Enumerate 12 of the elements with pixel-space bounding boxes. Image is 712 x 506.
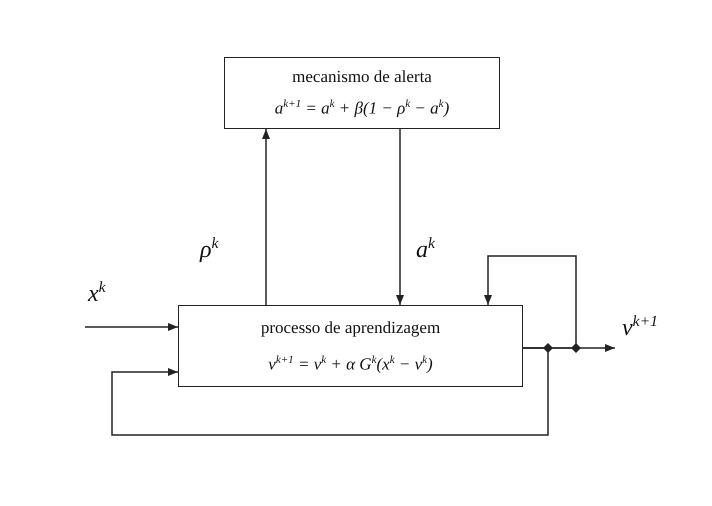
- formula-text: v$^{k+1}$ = v$^{k}$ + α G$^{k}$(x$^{k}$ − v$^{k}$): [268, 354, 433, 374]
- formula-text: a$^{k+1}$ = a$^{k}$ + β(1 − ρ$^{k}$ − a$^{k}$): [274, 98, 450, 119]
- arrow: [262, 129, 270, 305]
- feedback-arrow: [111, 347, 549, 436]
- input-arrow: [85, 323, 178, 331]
- process-box: [178, 305, 523, 387]
- edge-label: ρ$^{k}$: [198, 236, 220, 262]
- feedback-arrow: [484, 255, 577, 349]
- box-title: mecanismo de alerta: [292, 67, 432, 88]
- process-box: [224, 57, 500, 129]
- box-title: processo de aprendizagem: [260, 318, 440, 338]
- arrow: [396, 129, 404, 305]
